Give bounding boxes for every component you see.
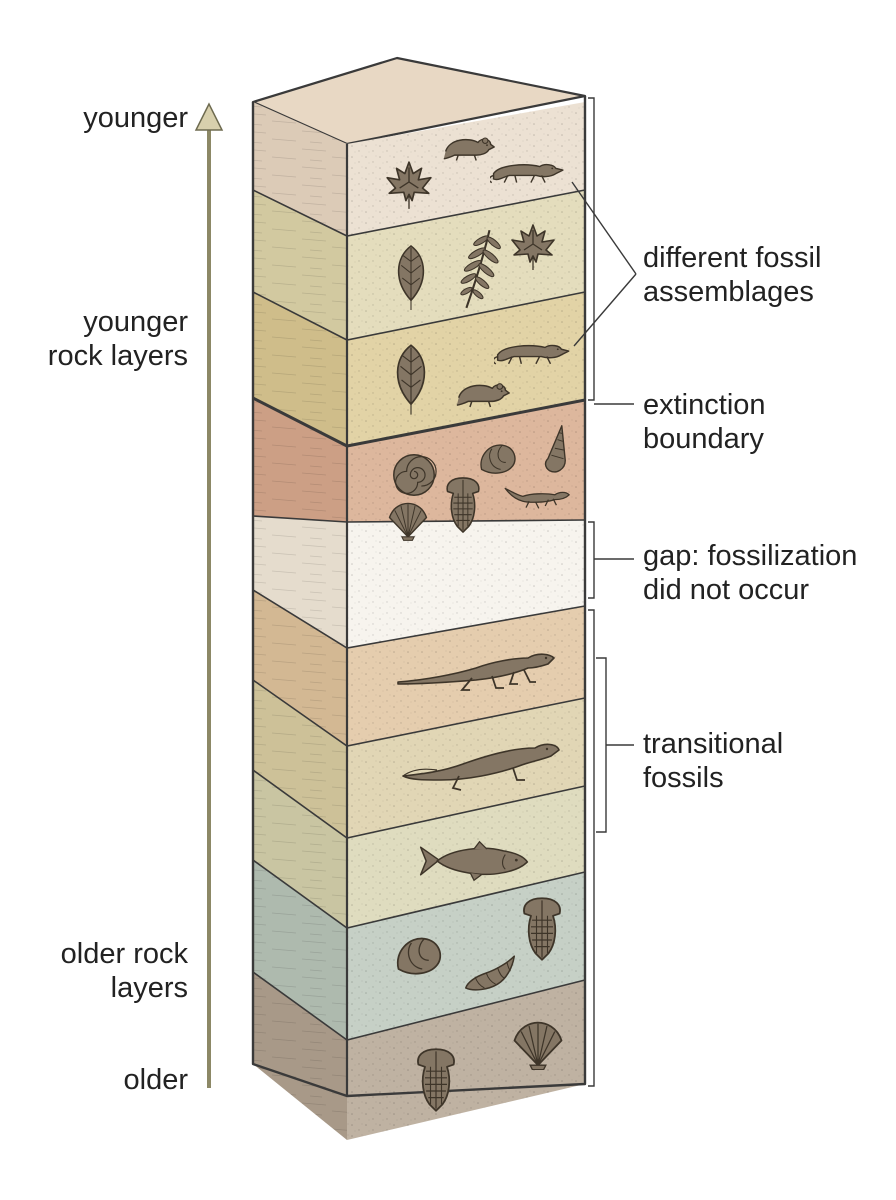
rock-layer-3 — [253, 292, 585, 446]
rock-layer-2 — [253, 190, 585, 340]
rock-column — [251, 56, 587, 1140]
gap-fossilization-label: gap: fossilization did not occur — [643, 540, 858, 606]
younger-label: younger — [83, 102, 188, 134]
layer-front-texture — [347, 102, 585, 236]
transitional-fossils-label: transitional fossils — [643, 728, 784, 794]
leader-lines — [571, 181, 637, 746]
layer-side-texture — [253, 190, 347, 340]
layer-side-texture — [253, 860, 347, 1040]
label-brackets — [588, 97, 607, 1087]
assemblage-leader-lower — [573, 273, 637, 347]
rock-layer-1 — [253, 102, 585, 236]
older-label: older — [123, 1064, 189, 1096]
lower-column-bracket — [588, 609, 595, 1087]
layer-side-texture — [253, 102, 347, 236]
layer-front-texture — [347, 292, 585, 446]
gap-bracket — [588, 521, 595, 599]
younger-rock-layers-label: younger rock layers — [47, 306, 188, 372]
assemblage-bracket — [588, 97, 595, 401]
layer-side-texture — [253, 516, 347, 648]
different-fossil-assemblages-label: different fossil assemblages — [643, 242, 822, 308]
time-arrow — [194, 102, 224, 1088]
layer-side-texture — [253, 972, 347, 1140]
older-rock-layers-label: older rock layers — [60, 938, 188, 1004]
layer-side-texture — [253, 398, 347, 522]
assemblage-leader-upper — [571, 181, 637, 275]
layer-front-texture — [347, 190, 585, 340]
layer-side-texture — [253, 680, 347, 838]
rock-layer-10 — [253, 972, 585, 1140]
layer-side-texture — [253, 770, 347, 928]
layer-side-texture — [253, 292, 347, 446]
transitional-bracket — [596, 657, 607, 833]
extinction-boundary-label: extinction boundary — [643, 389, 766, 455]
layer-front-texture — [347, 980, 585, 1140]
layer-side-texture — [253, 590, 347, 746]
